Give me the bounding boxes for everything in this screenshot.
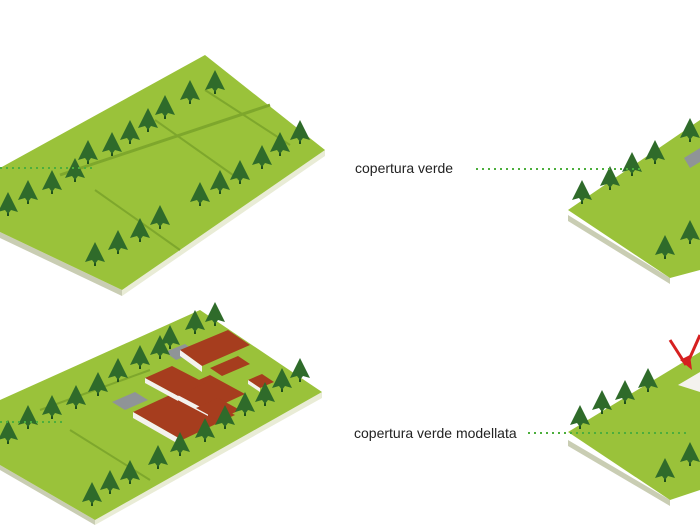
tree-icon <box>108 358 128 382</box>
slab-side-right <box>95 392 322 525</box>
tree-icon <box>65 158 85 182</box>
light-wedge <box>678 372 700 392</box>
tree-icon <box>655 235 675 259</box>
tree-icon <box>150 335 170 359</box>
tree-icon <box>102 132 122 156</box>
tree-group-bottom-right <box>570 368 700 482</box>
building-roof <box>145 366 205 396</box>
slab-green-roof-top-left <box>0 55 325 296</box>
building-roof <box>248 374 274 388</box>
tree-icon <box>120 460 140 484</box>
field-divider-2 <box>69 429 151 481</box>
tree-icon <box>0 420 18 444</box>
tree-icon <box>210 170 230 194</box>
tree-icon <box>215 405 235 429</box>
tree-icon <box>170 432 190 456</box>
building-wall <box>133 412 182 446</box>
tree-icon <box>638 368 658 392</box>
building-wall <box>145 378 178 401</box>
slab-side-front <box>568 440 670 506</box>
tree-icon <box>680 220 700 244</box>
tree-icon <box>18 405 38 429</box>
tree-icon <box>42 170 62 194</box>
grey-block <box>112 392 148 410</box>
building-wall <box>172 392 208 416</box>
tree-icon <box>205 70 225 94</box>
slab-grass-surface <box>568 120 700 278</box>
field-divider-2 <box>94 189 181 251</box>
field-divider-1 <box>59 103 271 177</box>
tree-icon <box>190 182 210 206</box>
tree-icon <box>270 132 290 156</box>
tree-icon <box>180 80 200 104</box>
tree-icon <box>138 108 158 132</box>
tree-icon <box>148 445 168 469</box>
building-roof <box>180 330 250 366</box>
slab-modelled-green-roof-bottom-right <box>568 334 700 506</box>
tree-icon <box>18 180 38 204</box>
tree-group-top-left <box>0 70 310 266</box>
tree-icon <box>66 385 86 409</box>
tree-icon <box>290 358 310 382</box>
tree-icon <box>82 482 102 506</box>
tree-icon <box>42 395 62 419</box>
tree-icon <box>120 120 140 144</box>
tree-icon <box>108 230 128 254</box>
tree-icon <box>155 95 175 119</box>
label-copertura-verde-modellata: copertura verde modellata <box>354 425 517 441</box>
grey-block <box>684 148 700 168</box>
red-arrowhead <box>680 355 692 370</box>
tree-icon <box>600 166 620 190</box>
label-copertura-verde: copertura verde <box>355 160 454 176</box>
field-divider-4 <box>204 89 291 146</box>
tree-icon <box>205 302 225 326</box>
field-divider-3 <box>154 119 241 181</box>
tree-icon <box>592 390 612 414</box>
tree-icon <box>680 442 700 466</box>
slab-buildings-bottom-left <box>0 302 322 525</box>
tree-icon <box>85 242 105 266</box>
tree-icon <box>290 120 310 144</box>
tree-icon <box>230 160 250 184</box>
tree-icon <box>0 192 18 216</box>
tree-icon <box>572 180 592 204</box>
tree-icon <box>130 218 150 242</box>
tree-icon <box>615 380 635 404</box>
building-wall <box>180 350 202 372</box>
building-wall <box>248 380 260 392</box>
tree-icon <box>272 368 292 392</box>
slab-grass-surface <box>0 55 325 290</box>
slab-side-front <box>0 465 95 525</box>
tree-icon <box>645 140 665 164</box>
tree-icon <box>100 470 120 494</box>
tree-icon <box>255 382 275 406</box>
tree-icon <box>150 205 170 229</box>
tree-icon <box>88 372 108 396</box>
slab-green-roof-top-right <box>568 118 700 284</box>
tree-group-bottom-left <box>0 302 310 506</box>
tree-icon <box>655 458 675 482</box>
tree-icon <box>160 325 180 349</box>
tree-icon <box>130 345 150 369</box>
tree-icon <box>680 118 700 142</box>
tree-icon <box>78 140 98 164</box>
tree-icon <box>570 405 590 429</box>
building-roof <box>210 356 250 376</box>
tree-icon <box>185 310 205 334</box>
tree-icon <box>252 145 272 169</box>
slab-side-front <box>0 232 122 296</box>
red-arrows <box>668 334 700 370</box>
slab-side-front <box>568 215 670 284</box>
tree-group-top-right <box>572 118 700 259</box>
slab-grass-surface <box>568 352 700 500</box>
slab-side-right <box>122 150 325 296</box>
tree-icon <box>195 418 215 442</box>
tree-icon <box>235 392 255 416</box>
